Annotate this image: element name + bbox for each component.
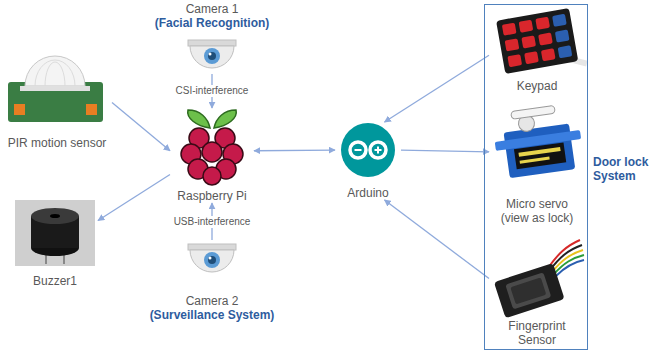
fingerprint-picture	[494, 240, 584, 318]
dome-camera	[188, 40, 236, 68]
key	[502, 23, 517, 36]
raspberry-logo	[181, 110, 243, 185]
node-sublabel: (Facial Recognition)	[155, 16, 270, 30]
controller-node: Raspberry Pi	[170, 108, 254, 203]
node-label: Camera 1	[186, 2, 239, 16]
component-node: Fingerprint Sensor	[489, 233, 585, 347]
servo-picture	[491, 102, 585, 179]
pir-board	[8, 82, 103, 122]
node-label: Keypad	[517, 79, 558, 93]
keypad-keys	[502, 17, 556, 68]
infinity-loop	[350, 142, 366, 158]
connector-arrow	[112, 103, 170, 151]
key	[555, 30, 570, 43]
label-stripe	[520, 157, 550, 164]
node-label: PIR motion sensor	[8, 136, 107, 150]
group-heading: Door lock System	[593, 155, 653, 183]
interface-label: USB-interference	[172, 216, 253, 228]
key	[524, 51, 539, 64]
node-sublabel: (Surveillance System)	[150, 308, 275, 322]
camera-lens-core	[208, 256, 216, 264]
buzzer-hole	[50, 214, 60, 218]
node-label: Camera 2	[186, 294, 239, 308]
system-group-box: Door lock SystemKeypadMicro servo (view …	[484, 4, 588, 350]
connector-arrow	[385, 200, 490, 279]
camera-node: Camera 1(Facial Recognition)	[147, 2, 277, 74]
component-node: Keypad	[489, 9, 585, 93]
minus-mark	[355, 149, 362, 151]
plus-mark	[377, 147, 379, 154]
key	[505, 38, 520, 51]
lens-highlight	[209, 257, 212, 260]
lens-highlight	[209, 53, 212, 56]
controller-node: Arduino	[335, 122, 401, 200]
connector-arrow	[401, 150, 489, 152]
buzzer	[15, 200, 95, 266]
node-label: Buzzer1	[33, 274, 77, 288]
camera-mount	[188, 40, 236, 46]
dome-camera	[188, 244, 236, 272]
pir-sensor	[8, 56, 103, 122]
sensor-body	[494, 263, 565, 318]
infinity-loop	[370, 142, 386, 158]
node-label: Fingerprint Sensor	[497, 319, 577, 347]
interface-label: CSI-interference	[174, 85, 251, 97]
wire	[556, 260, 584, 276]
wire	[554, 255, 584, 274]
camera-dome	[190, 46, 234, 68]
sensor-window	[505, 272, 551, 309]
fresnel-line	[45, 62, 65, 86]
camera-node: Camera 2(Surveillance System)	[142, 240, 282, 322]
key	[521, 35, 536, 48]
sensor-housing	[494, 263, 565, 318]
key	[538, 32, 553, 45]
key	[519, 20, 534, 33]
key	[507, 54, 522, 67]
camera-dome	[190, 250, 234, 272]
component-node: Micro servo (view as lock)	[489, 103, 585, 225]
servo-body	[504, 123, 576, 178]
buzzer-node: Buzzer1	[12, 198, 98, 288]
connector-arrow	[98, 175, 170, 221]
camera-lens-core	[208, 52, 216, 60]
keypad-keys	[552, 14, 572, 59]
sensor-node: PIR motion sensor	[2, 55, 112, 150]
arduino-logo	[341, 123, 395, 177]
node-label: Raspberry Pi	[177, 189, 246, 203]
potentiometer	[14, 104, 25, 115]
keypad-body	[496, 8, 578, 74]
label-stripe	[518, 147, 560, 157]
connector-arrow	[385, 55, 490, 122]
connector-arrow	[254, 149, 335, 151]
fresnel-line	[35, 60, 75, 86]
keypad-picture	[496, 7, 587, 78]
photo-ground	[15, 200, 95, 266]
berry	[202, 142, 222, 162]
logo-berries	[181, 128, 243, 185]
logo-leaf	[188, 110, 210, 128]
pir-dome	[25, 56, 85, 86]
node-label: Arduino	[347, 186, 388, 200]
key	[552, 14, 567, 27]
camera-lens	[204, 48, 220, 64]
potentiometer	[86, 104, 97, 115]
key	[558, 45, 573, 58]
camera-lens	[204, 252, 220, 268]
camera-mount	[188, 244, 236, 250]
key	[541, 48, 556, 61]
node-label: Micro servo (view as lock)	[497, 197, 577, 225]
logo-disc	[341, 123, 395, 177]
dome-rim	[20, 86, 90, 91]
key	[535, 17, 550, 30]
logo-leaf	[214, 110, 236, 128]
sensor-glass	[510, 277, 546, 304]
buzzer-top	[31, 208, 79, 224]
servo-horn	[511, 105, 556, 119]
berry	[203, 167, 221, 185]
servo-label	[514, 142, 566, 169]
